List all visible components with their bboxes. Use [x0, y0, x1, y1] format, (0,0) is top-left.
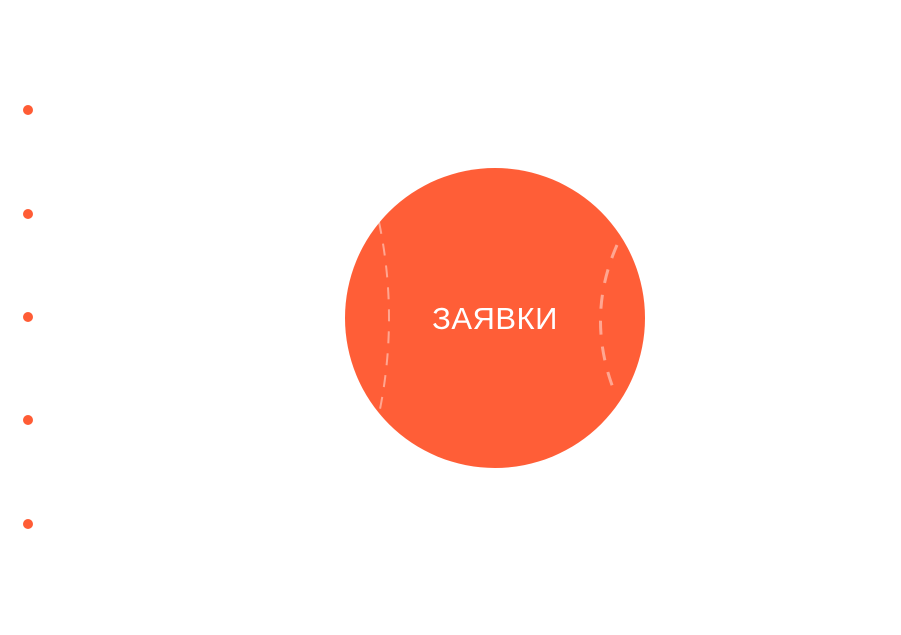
right-dashed-arc: [599, 244, 619, 394]
requests-label: ЗАЯВКИ: [432, 301, 558, 336]
nav-dot-2[interactable]: [23, 209, 33, 219]
nav-dot-5[interactable]: [23, 519, 33, 529]
nav-dot-1[interactable]: [23, 105, 33, 115]
dashed-arcs-decoration: [378, 221, 619, 415]
requests-circle-button[interactable]: ЗАЯВКИ: [345, 168, 645, 468]
left-dashed-arc: [378, 221, 390, 415]
nav-dot-3[interactable]: [23, 312, 33, 322]
nav-dot-4[interactable]: [23, 415, 33, 425]
